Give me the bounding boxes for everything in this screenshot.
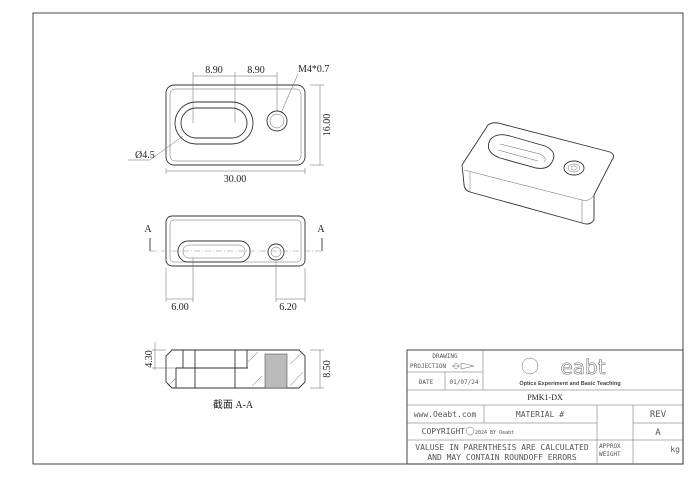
logo-tagline: Optics Experiment and Basic Teaching: [519, 381, 620, 387]
approx-label: APPROX: [599, 443, 621, 450]
title-block: DRAWING PROJECTION DATE 01/07/24 eabt Op…: [406, 349, 684, 465]
date-value: 01/07/24: [450, 379, 479, 386]
website: www.Oeabt.com: [414, 410, 477, 419]
dim-left-offset: 6.00: [171, 302, 189, 313]
top-view: 8.90 8.90 M4*0.7 16.00 30.00 Ø4.5: [128, 64, 333, 185]
material-label: MATERIAL #: [516, 410, 564, 419]
dim-thickness: 8.50: [322, 360, 333, 378]
dim-slot-spacing-right: 8.90: [247, 65, 265, 76]
drawing-label: DRAWING: [432, 353, 458, 360]
rev-value: A: [655, 428, 661, 438]
part-number: PMK1-DX: [527, 393, 563, 402]
section-mark-left: A: [144, 224, 152, 235]
thread-hatch: [264, 353, 288, 389]
oeabt-logo: eabt Optics Experiment and Basic Teachin…: [519, 355, 620, 387]
dim-slot-diameter: Ø4.5: [135, 150, 155, 161]
weight-label: WEIGHT: [599, 451, 621, 458]
section-view: 4.30 8.50 截面 A-A: [144, 342, 333, 411]
slot-outer: [174, 101, 254, 145]
dim-width: 30.00: [224, 174, 247, 185]
projection-label: PROJECTION: [410, 363, 447, 370]
dim-slot-depth: 4.30: [144, 350, 155, 368]
copyright-label: COPYRIGHT: [422, 427, 466, 436]
section-mark-right: A: [317, 224, 325, 235]
dim-thread: M4*0.7: [298, 64, 329, 75]
svg-text:eabt: eabt: [560, 355, 605, 379]
dim-height: 16.00: [322, 114, 333, 137]
copyright-icon: [465, 426, 475, 436]
section-label: 截面 A-A: [213, 398, 254, 411]
projection-symbol-icon: [452, 362, 475, 370]
date-label: DATE: [419, 379, 434, 386]
sheet-border: [32, 12, 684, 465]
slot-inner: [180, 107, 248, 139]
rev-label: REV: [650, 410, 667, 420]
note-line-2: AND MAY CONTAIN ROUNDOFF ERRORS: [427, 453, 576, 462]
isometric-view: [461, 122, 615, 225]
note-line-1: VALUSE IN PARENTHESIS ARE CALCULATED: [415, 443, 589, 452]
weight-unit: kg: [670, 445, 680, 454]
front-view: A A 6.00 6.20: [144, 215, 325, 313]
copyright-year: 2024 BY Oeabt: [475, 430, 514, 436]
dim-right-offset: 6.20: [279, 302, 297, 313]
dim-slot-spacing-left: 8.90: [205, 65, 223, 76]
